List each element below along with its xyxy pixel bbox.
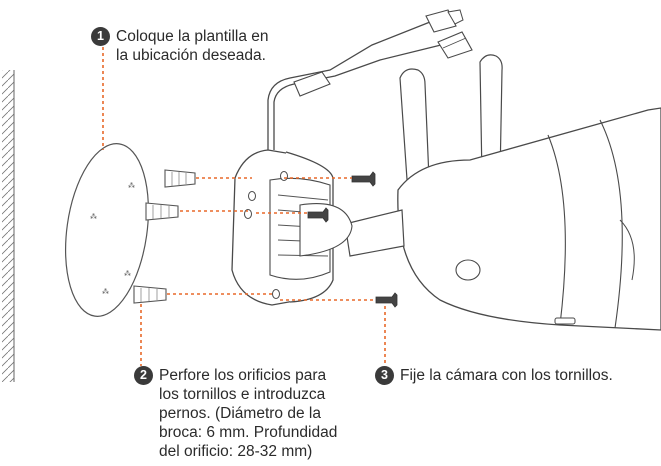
step-1-text: Coloque la plantilla en la ubicación des…: [116, 28, 269, 64]
svg-text:⁂: ⁂: [128, 182, 135, 190]
step-1-callout: 1 Coloque la plantilla en la ubicación d…: [91, 27, 321, 65]
screw-bottom: [375, 292, 398, 308]
svg-text:⁂: ⁂: [102, 288, 109, 296]
wall-anchor-middle: [145, 202, 179, 221]
screw-middle: [307, 207, 329, 223]
screw-top: [351, 171, 376, 187]
camera-cable: [267, 9, 473, 150]
svg-text:⁂: ⁂: [90, 213, 97, 221]
guide-lines: [102, 47, 386, 366]
wall-anchor-bottom: [133, 285, 167, 304]
step-3-number-badge: 3: [375, 366, 394, 385]
mounting-template: ⁂ ⁂ ⁂ ⁂: [64, 143, 150, 317]
step-1-number-badge: 1: [91, 27, 110, 46]
camera-body: [344, 54, 661, 331]
step-3-text: Fije la cámara con los tornillos.: [400, 367, 613, 384]
step-2-callout: 2 Perfore los orificios para los tornill…: [134, 366, 374, 461]
wall-anchor-top: [164, 169, 196, 188]
svg-text:⁂: ⁂: [124, 270, 131, 278]
wall-hatching: [2, 70, 15, 382]
step-2-text: Perfore los orificios para los tornillos…: [159, 367, 338, 460]
step-3-callout: 3 Fije la cámara con los tornillos.: [375, 366, 655, 385]
mounting-bracket: [231, 149, 353, 306]
step-2-number-badge: 2: [134, 366, 153, 385]
